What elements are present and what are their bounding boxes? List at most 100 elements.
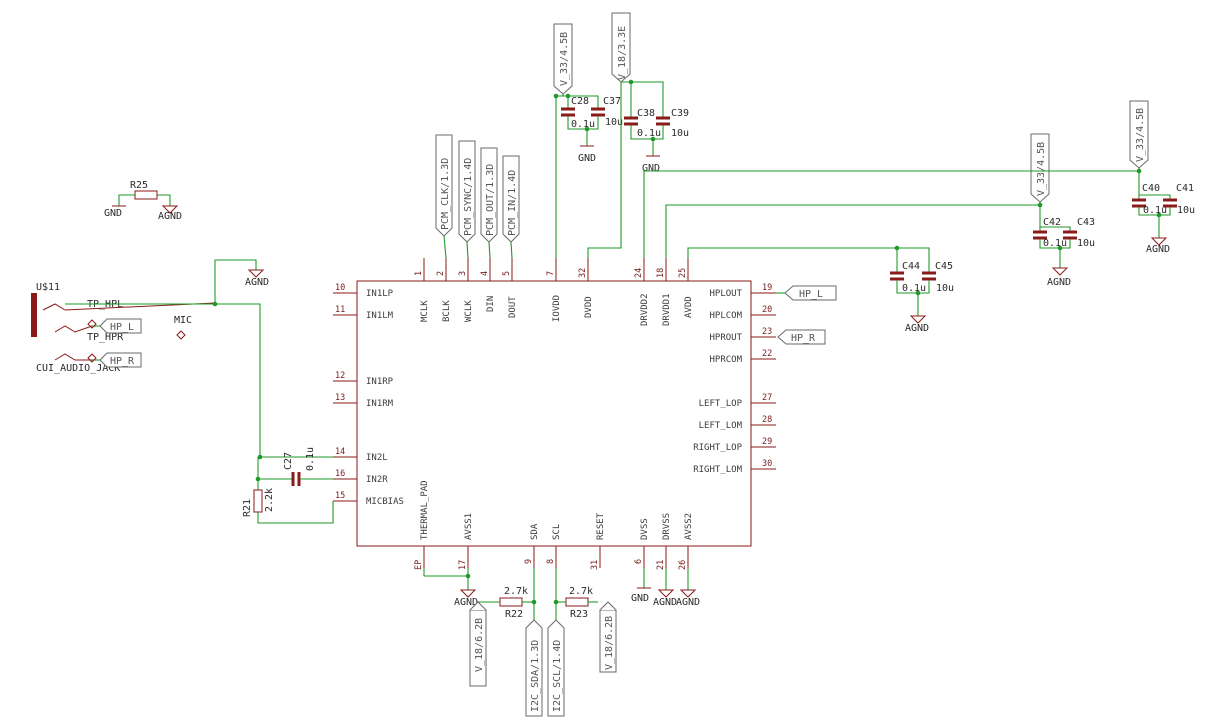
pin-label: HPRCOM (709, 355, 742, 365)
pin-num: 22 (762, 349, 772, 359)
c40-ref: C40 (1142, 183, 1160, 194)
pin-num: 24 (634, 268, 644, 278)
r23-val: 2.7k (569, 586, 593, 597)
agnd-label: AGND (905, 323, 929, 334)
c27-ref: C27 (283, 452, 294, 470)
hp-r-flag (777, 329, 826, 345)
left-pins: 10 11 12 13 14 16 15 IN1LP IN1LM IN1RP I… (333, 283, 404, 507)
pin-label: HPLOUT (709, 289, 742, 299)
pin-num: 18 (656, 268, 666, 278)
pin-num: 26 (678, 560, 688, 570)
agnd-label: AGND (454, 597, 478, 608)
c38-ref: C38 (637, 108, 655, 119)
net-label: V_33/4.5B (559, 32, 570, 86)
pin-label: IOVDD (552, 295, 562, 322)
pin-label: RESET (596, 512, 606, 540)
agnd-label: AGND (1146, 244, 1170, 255)
pin-num: 14 (335, 447, 345, 457)
r22-val: 2.7k (504, 586, 528, 597)
pin-num: 15 (335, 491, 345, 501)
bottom-pins: EP 17 9 8 31 6 21 26 THERMAL_PAD AVSS1 S… (414, 480, 694, 570)
pin-label: SCL (552, 524, 562, 540)
jack-name: CUI_AUDIO_JACK (36, 363, 120, 374)
agnd-label: AGND (245, 277, 269, 288)
pin-num: 2 (436, 271, 446, 276)
pin-label: MICBIAS (366, 497, 404, 507)
pin-num: EP (414, 560, 424, 570)
r23-ref: R23 (570, 609, 588, 620)
pin-label: THERMAL_PAD (420, 480, 430, 540)
net-label: V_18/6.2B (604, 616, 615, 670)
net-label: I2C_SDA/1.3D (530, 640, 541, 712)
net-label: V_18/3.3E (617, 26, 628, 80)
r23-body (565, 597, 589, 607)
pin-num: 20 (762, 305, 772, 315)
pin-label: WCLK (464, 300, 474, 322)
net-label: HP_R (110, 356, 135, 367)
jack-ref: U$11 (36, 282, 60, 293)
r25-body (134, 190, 158, 200)
c42-ref: C42 (1043, 217, 1061, 228)
pin-num: 12 (335, 371, 345, 381)
pin-num: 8 (546, 559, 556, 564)
c41-val: 10u (1177, 205, 1195, 216)
c28-val: 0.1u (571, 119, 595, 130)
pin-num: 6 (634, 559, 644, 564)
agnd-label: AGND (1047, 277, 1071, 288)
pin-label: LEFT_LOP (699, 399, 743, 409)
pin-label: SDA (530, 523, 540, 540)
agnd-label: AGND (676, 597, 700, 608)
pin-label: DVSS (640, 518, 650, 540)
pin-label: IN1LM (366, 311, 394, 321)
pin-num: 7 (546, 271, 556, 276)
pin-num: 28 (762, 415, 772, 425)
pin-label: MCLK (420, 300, 430, 322)
pin-num: 3 (458, 271, 468, 276)
pin-label: DRVDD2 (640, 293, 650, 326)
pin-num: 21 (656, 560, 666, 570)
pin-label: DIN (486, 296, 496, 312)
c37-ref: C37 (603, 96, 621, 107)
pin-num: 17 (458, 560, 468, 570)
right-pins: 19 20 23 22 27 28 29 30 HPLOUT HPLCOM HP… (693, 283, 776, 475)
pin-label: AVDD (684, 296, 694, 318)
r25-ref: R25 (130, 180, 148, 191)
gnd-label: GND (642, 163, 660, 174)
pin-label: IN1LP (366, 289, 394, 299)
gnd-label: GND (104, 208, 122, 219)
r21-val: 2.2k (264, 488, 275, 512)
pin-label: RIGHT_LOM (693, 465, 742, 475)
pin-label: IN1RM (366, 399, 394, 409)
pin-num: 23 (762, 327, 772, 337)
jack-body (31, 293, 37, 337)
c44-ref: C44 (902, 261, 920, 272)
c43-ref: C43 (1077, 217, 1095, 228)
pcm-flags: PCM_CLK/1.3D PCM_SYNC/1.4D PCM_OUT/1.3D … (435, 134, 520, 243)
pin-num: 30 (762, 459, 772, 469)
v33-flag-a (553, 23, 573, 95)
tp-hpr-label: TP_HPR (87, 332, 124, 343)
pin-label: DOUT (508, 296, 518, 318)
c41-ref: C41 (1176, 183, 1194, 194)
pin-num: 32 (578, 268, 588, 278)
i2c-scl-flag (547, 619, 565, 717)
c40-val: 0.1u (1143, 205, 1167, 216)
codec-chip-body (356, 280, 752, 547)
net-label: HP_L (110, 322, 134, 333)
pin-num: 9 (524, 559, 534, 564)
pin-label: BCLK (442, 300, 452, 322)
c38-val: 0.1u (637, 128, 661, 139)
pin-num: 5 (502, 271, 512, 276)
i2c-sda-flag (525, 619, 543, 717)
net-label: PCM_SYNC/1.4D (463, 158, 474, 236)
hp-r-jack-flag (99, 352, 142, 368)
net-label: PCM_OUT/1.3D (485, 164, 496, 236)
agnd-label: AGND (653, 597, 677, 608)
pin-num: 25 (678, 268, 688, 278)
pin-num: 27 (762, 393, 772, 403)
net-label: I2C_SCL/1.4D (552, 640, 563, 712)
hp-l-flag (784, 285, 837, 301)
net-label: V_33/4.5B (1036, 142, 1047, 196)
pin-label: AVSS1 (464, 513, 474, 540)
c27-val: 0.1u (305, 447, 316, 471)
